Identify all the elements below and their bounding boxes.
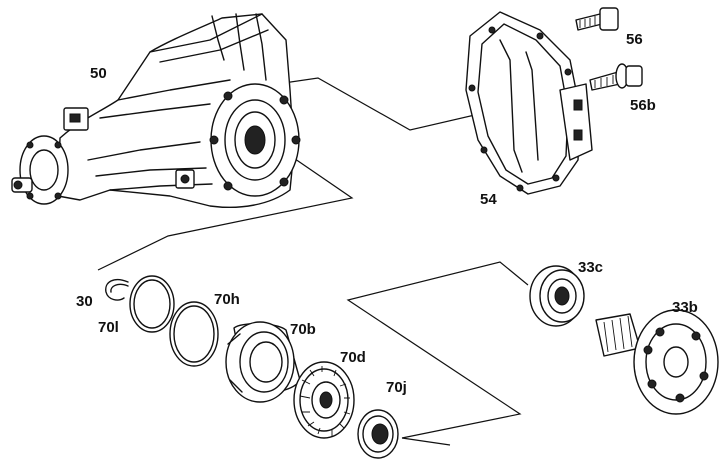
label-70b: 70b	[290, 321, 316, 338]
leader-70j	[401, 437, 451, 446]
bolt-56	[575, 7, 619, 31]
label-70j: 70j	[386, 379, 407, 396]
label-33b: 33b	[672, 299, 698, 316]
leader-bearing-33c	[346, 261, 529, 439]
leader-housing-to-cover	[269, 77, 506, 131]
leader-lines	[97, 77, 529, 446]
label-70h: 70h	[214, 291, 240, 308]
bearing-33c	[529, 265, 585, 327]
circlip-30	[105, 278, 129, 301]
part-labels: 50 54 56 56b 33c 33b 30 70l 70h 70b 70d …	[76, 31, 698, 396]
label-54: 54	[480, 191, 497, 208]
shaft-seal-70j	[357, 409, 399, 459]
differential-housing-50	[11, 13, 301, 209]
o-ring-70h	[169, 301, 219, 367]
label-56: 56	[626, 31, 643, 48]
label-30: 30	[76, 293, 93, 310]
tapered-bearing-70d	[293, 361, 355, 439]
label-50: 50	[90, 65, 107, 82]
label-56b: 56b	[630, 97, 656, 114]
leader-housing-to-bearing-group	[97, 149, 354, 271]
label-70d: 70d	[340, 349, 366, 366]
label-33c: 33c	[578, 259, 603, 276]
o-ring-70l	[129, 275, 175, 333]
output-flange-33b	[595, 309, 719, 415]
cover-plate-54	[465, 11, 593, 195]
adjusting-ring-70b	[225, 321, 301, 403]
bolt-56b	[589, 63, 643, 91]
label-70l: 70l	[98, 319, 119, 336]
